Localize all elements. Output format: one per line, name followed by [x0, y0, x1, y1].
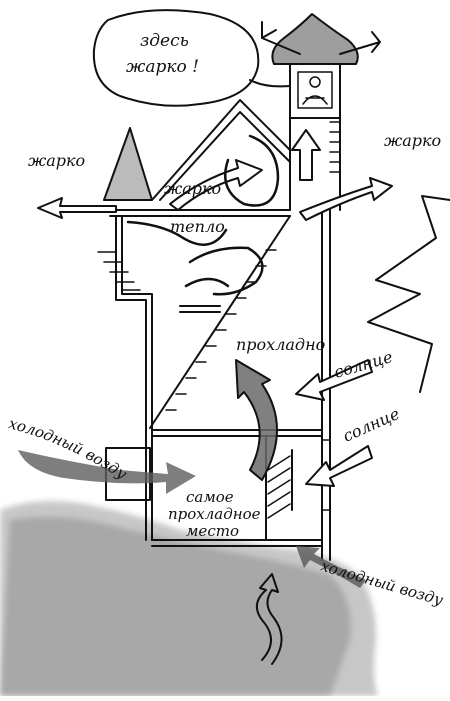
bubble-line-2: жарко !	[126, 57, 199, 77]
cool-flow-arrow	[236, 360, 277, 480]
label-warm: тепло	[170, 217, 225, 236]
hot-air-arrows	[38, 130, 392, 220]
left-turret	[104, 128, 152, 200]
label-hot-attic: жарко	[164, 179, 221, 198]
bubble-line-1: здесь	[140, 31, 189, 51]
label-hot-right: жарко	[384, 131, 441, 150]
label-coolest-2: прохладное	[168, 505, 261, 523]
onion-dome	[262, 14, 380, 64]
label-coolest-1: самое	[186, 488, 234, 506]
ventilation-tower	[290, 64, 340, 210]
speech-bubble: здесь жарко !	[94, 10, 290, 106]
label-sun-top: солнце	[332, 347, 395, 382]
label-hot-left: жарко	[28, 151, 85, 170]
label-cool: прохладно	[236, 335, 325, 354]
label-coolest-3: место	[186, 522, 239, 540]
label-sun-bottom: солнце	[340, 404, 402, 446]
